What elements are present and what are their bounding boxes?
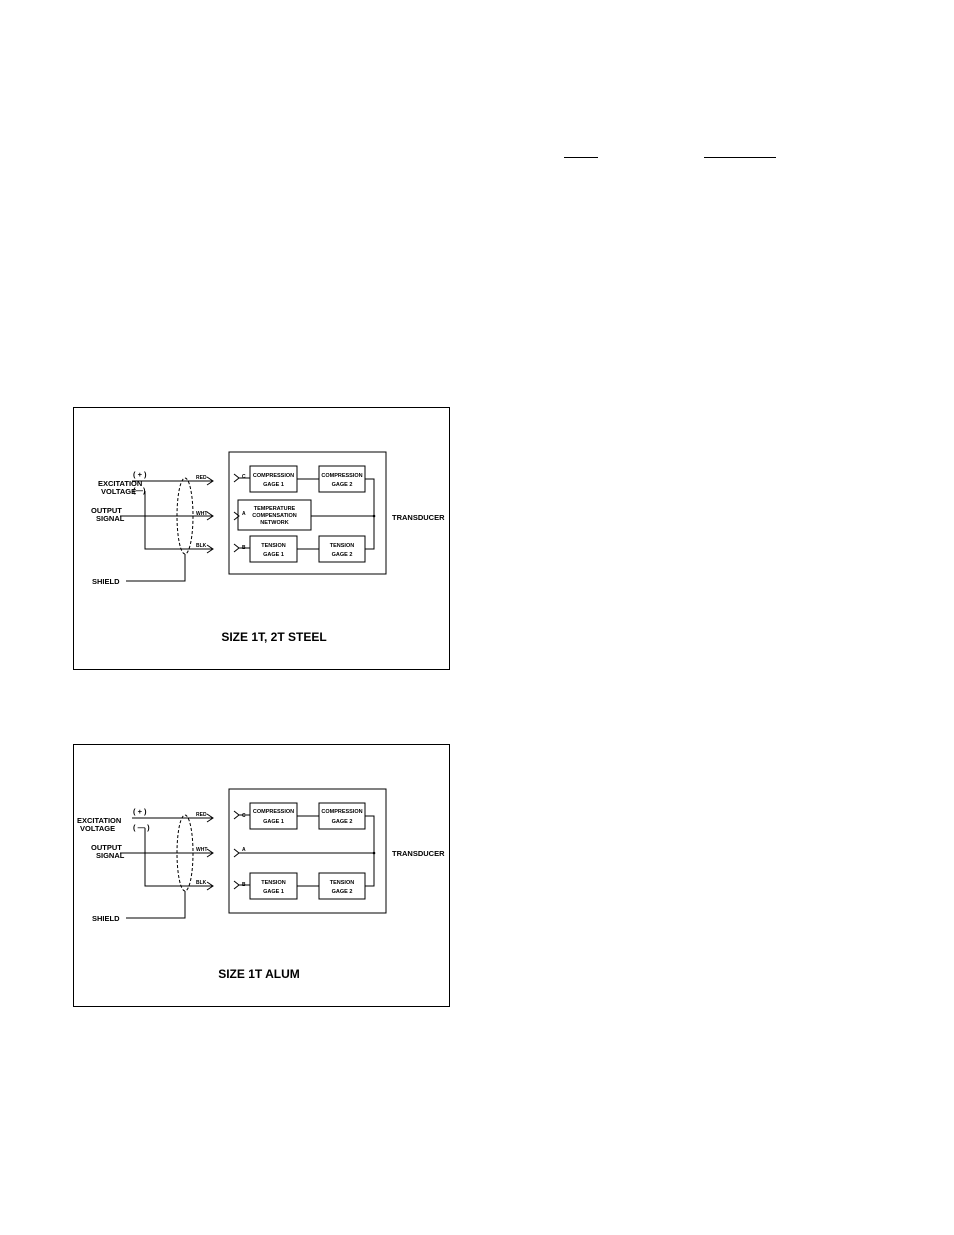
tension-gage-1-box <box>249 872 298 900</box>
diagram-caption: SIZE 1T, 2T STEEL <box>221 630 326 644</box>
blk-label: BLK <box>196 880 207 886</box>
compression-gage-2-line1: COMPRESSION <box>321 473 362 479</box>
voltage-label: VOLTAGE <box>101 487 136 496</box>
signal-label: SIGNAL <box>96 851 125 860</box>
red-label: RED <box>196 812 207 818</box>
pin-b-arrow <box>233 543 240 553</box>
tension-gage-2-box <box>318 535 366 563</box>
bridge-return <box>365 478 375 550</box>
tension-gage-1-line1: TENSION <box>261 880 285 886</box>
compression-gage-1-line1: COMPRESSION <box>253 473 294 479</box>
compression-gage-2-line2: GAGE 2 <box>332 482 353 488</box>
pin-c-arrow <box>233 810 240 820</box>
network-line3: NETWORK <box>260 520 288 526</box>
diagram-caption: SIZE 1T ALUM <box>218 967 300 981</box>
network-line2: COMPENSATION <box>252 513 297 519</box>
transducer-enclosure <box>228 788 387 914</box>
output-label: OUTPUT <box>91 843 122 852</box>
pin-a-label: A <box>242 847 246 853</box>
pin-a-label: A <box>242 511 246 517</box>
compression-gage-2-box <box>318 802 366 830</box>
pin-c-label: C <box>242 813 246 819</box>
wht-label: WHT <box>196 847 207 853</box>
pin-c-arrow <box>233 473 240 483</box>
minus-label: (—) <box>133 486 146 495</box>
wiring-diagram-steel-svg: EXCITATION VOLTAGE OUTPUT SIGNAL SHIELD … <box>91 451 445 644</box>
red-wire-arrow <box>206 476 214 486</box>
tension-gage-2-box <box>318 872 366 900</box>
black-wire-arrow <box>206 881 214 891</box>
bridge-return <box>365 815 375 887</box>
tension-gage-1-line2: GAGE 1 <box>263 552 284 558</box>
network-line1: TEMPERATURE <box>254 506 296 512</box>
junction-dot <box>372 851 376 855</box>
pin-b-arrow <box>233 880 240 890</box>
pin-c-label: C <box>242 474 246 480</box>
plus-label: ( + ) <box>133 470 147 479</box>
pin-a-arrow <box>233 848 240 858</box>
white-wire-arrow <box>206 848 214 858</box>
blk-label: BLK <box>196 543 207 549</box>
black-wire-arrow <box>206 544 214 554</box>
minus-label: ( — ) <box>133 823 150 832</box>
wht-label: WHT <box>196 511 207 517</box>
tension-gage-1-box <box>249 535 298 563</box>
excitation-label: EXCITATION <box>77 816 121 825</box>
black-wire <box>144 828 213 887</box>
shield-wire <box>126 891 186 919</box>
tension-gage-2-line1: TENSION <box>330 880 354 886</box>
blank-field-long <box>704 157 776 158</box>
junction-dot <box>372 514 376 518</box>
red-wire-arrow <box>206 813 214 823</box>
compression-gage-1-line1: COMPRESSION <box>253 809 294 815</box>
compression-gage-1-box <box>249 465 298 493</box>
blank-field-short <box>564 157 598 158</box>
black-wire <box>144 491 213 550</box>
shield-label: SHIELD <box>92 914 120 923</box>
wiring-diagram-alum: EXCITATION VOLTAGE OUTPUT SIGNAL SHIELD … <box>73 744 450 1007</box>
pin-b-label: B <box>242 545 246 551</box>
temperature-network-box <box>237 499 312 531</box>
plus-label: ( + ) <box>133 807 147 816</box>
shield-wire <box>126 554 186 582</box>
tension-gage-2-line1: TENSION <box>330 543 354 549</box>
voltage-label: VOLTAGE <box>80 824 115 833</box>
shield-label: SHIELD <box>92 577 120 586</box>
white-wire-arrow <box>206 511 214 521</box>
compression-gage-1-line2: GAGE 1 <box>263 819 284 825</box>
compression-gage-2-box <box>318 465 366 493</box>
tension-gage-2-line2: GAGE 2 <box>332 552 353 558</box>
signal-label: SIGNAL <box>96 514 125 523</box>
compression-gage-1-box <box>249 802 298 830</box>
transducer-enclosure <box>228 451 387 575</box>
excitation-label: EXCITATION <box>98 479 142 488</box>
wiring-diagram-alum-svg: EXCITATION VOLTAGE OUTPUT SIGNAL SHIELD … <box>77 788 445 981</box>
tension-gage-2-line2: GAGE 2 <box>332 889 353 895</box>
transducer-label: TRANSDUCER <box>392 849 445 858</box>
pin-b-label: B <box>242 882 246 888</box>
red-label: RED <box>196 475 207 481</box>
output-label: OUTPUT <box>91 506 122 515</box>
wiring-diagram-steel: EXCITATION VOLTAGE OUTPUT SIGNAL SHIELD … <box>73 407 450 670</box>
compression-gage-2-line2: GAGE 2 <box>332 819 353 825</box>
tension-gage-1-line2: GAGE 1 <box>263 889 284 895</box>
tension-gage-1-line1: TENSION <box>261 543 285 549</box>
transducer-label: TRANSDUCER <box>392 513 445 522</box>
compression-gage-2-line1: COMPRESSION <box>321 809 362 815</box>
compression-gage-1-line2: GAGE 1 <box>263 482 284 488</box>
